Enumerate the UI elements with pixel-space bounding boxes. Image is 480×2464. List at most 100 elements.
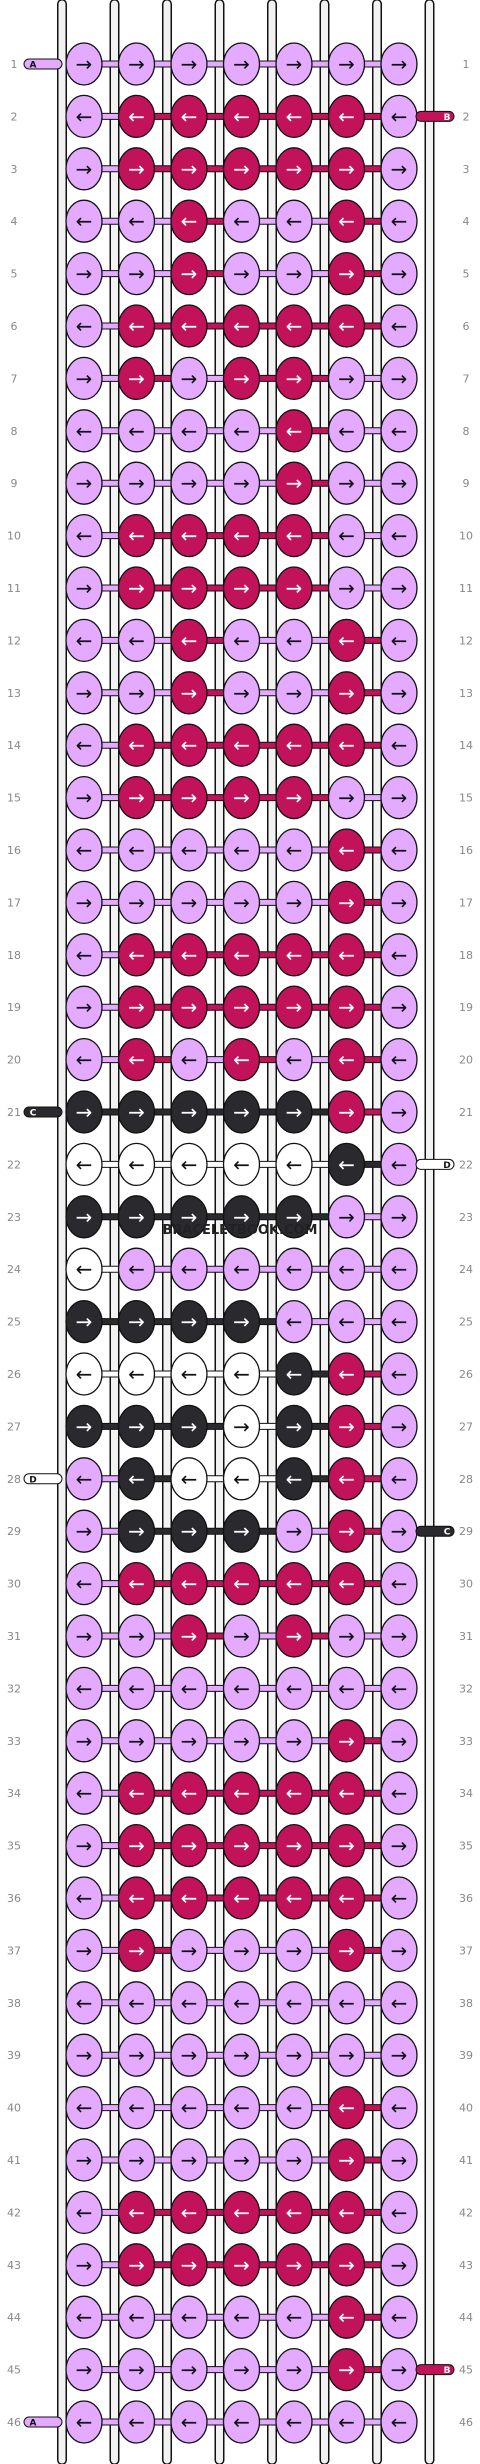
knot: ←	[380, 199, 418, 243]
knot: ←	[117, 1771, 156, 1815]
knot-oval	[65, 513, 103, 558]
knot-oval	[222, 2347, 261, 2392]
arrow-right-icon: →	[76, 1414, 93, 1438]
knot: ←	[170, 304, 208, 348]
arrow-left-icon: ←	[233, 2200, 250, 2224]
knot: ←	[65, 304, 103, 348]
row-number-right: 1	[463, 58, 470, 71]
knot: →	[380, 1404, 418, 1449]
knot-oval	[170, 566, 208, 610]
knot: ←	[275, 304, 313, 348]
row-number-right: 25	[459, 1316, 473, 1329]
arrow-right-icon: →	[76, 995, 93, 1019]
knot: ←	[327, 1247, 366, 1291]
arrow-left-icon: ←	[286, 1362, 303, 1386]
knot-oval	[222, 1404, 261, 1449]
arrow-left-icon: ←	[286, 838, 303, 862]
arrow-left-icon: ←	[181, 1781, 198, 1805]
arrow-left-icon: ←	[76, 524, 93, 548]
knot: ←	[327, 304, 366, 348]
knot: ←	[170, 723, 208, 767]
arrow-right-icon: →	[233, 1205, 250, 1229]
knot-oval	[170, 1037, 208, 1082]
row-number-left: 41	[7, 2154, 21, 2167]
knot: →	[65, 671, 103, 715]
arrow-right-icon: →	[233, 366, 250, 390]
arrow-right-icon: →	[286, 2148, 303, 2172]
knot-oval	[222, 1299, 261, 1344]
knot: →	[65, 251, 103, 296]
knot: →	[170, 1509, 208, 1553]
knot-oval	[65, 94, 103, 139]
knot-oval	[65, 2190, 103, 2235]
knot-oval	[170, 2085, 208, 2130]
knot-oval	[380, 1195, 418, 1239]
arrow-right-icon: →	[128, 1729, 145, 1753]
knot: →	[222, 1719, 261, 1763]
knot-oval	[170, 409, 208, 453]
arrow-left-icon: ←	[128, 838, 145, 862]
row-number-left: 9	[11, 477, 18, 490]
knot: →	[327, 1195, 366, 1239]
knot-oval	[275, 461, 313, 505]
knot-oval	[380, 2295, 418, 2339]
knot-oval	[65, 1771, 103, 1815]
arrow-right-icon: →	[181, 262, 198, 286]
knot: ←	[327, 1666, 366, 1711]
arrow-left-icon: ←	[233, 1886, 250, 1910]
knot-oval	[327, 2243, 366, 2287]
knot-oval	[65, 671, 103, 715]
arrow-left-icon: ←	[128, 1467, 145, 1491]
knot: ←	[65, 199, 103, 243]
arrow-left-icon: ←	[338, 838, 355, 862]
knot: ←	[222, 1457, 261, 1501]
arrow-right-icon: →	[286, 2358, 303, 2382]
knot-oval	[170, 2190, 208, 2235]
knot-oval	[327, 2190, 366, 2235]
knot-oval	[380, 2190, 418, 2235]
knot-oval	[170, 1090, 208, 1134]
arrow-right-icon: →	[128, 1205, 145, 1229]
knot: →	[275, 1195, 313, 1239]
row-number-right: 42	[459, 2206, 473, 2219]
arrow-right-icon: →	[128, 2358, 145, 2382]
knot: ←	[117, 618, 156, 663]
arrow-right-icon: →	[181, 1414, 198, 1438]
knot-oval	[275, 409, 313, 453]
arrow-right-icon: →	[338, 52, 355, 76]
arrow-right-icon: →	[286, 890, 303, 914]
knot-oval	[275, 775, 313, 820]
knot: ←	[275, 1666, 313, 1711]
arrow-right-icon: →	[391, 1205, 408, 1229]
knot-oval	[327, 566, 366, 610]
knot-oval	[327, 775, 366, 820]
knot: ←	[65, 1037, 103, 1082]
arrow-right-icon: →	[286, 471, 303, 495]
row-number-right: 17	[459, 896, 473, 909]
arrow-right-icon: →	[233, 681, 250, 705]
arrow-left-icon: ←	[233, 104, 250, 128]
arrow-left-icon: ←	[76, 104, 93, 128]
knot: ←	[222, 1666, 261, 1711]
arrow-right-icon: →	[391, 366, 408, 390]
knot: ←	[170, 1666, 208, 1711]
row-number-right: 21	[459, 1106, 473, 1119]
row-number-right: 5	[463, 268, 470, 281]
knot: ←	[65, 2400, 103, 2444]
knot: ←	[65, 1981, 103, 2025]
knot: ←	[380, 409, 418, 453]
arrow-left-icon: ←	[338, 1886, 355, 1910]
knot: ←	[222, 933, 261, 977]
knot-oval	[275, 1247, 313, 1291]
knot-oval	[65, 1299, 103, 1344]
knot-oval	[117, 2400, 156, 2444]
knot-oval	[117, 1876, 156, 1920]
knot-oval	[380, 42, 418, 86]
knot: ←	[275, 1142, 313, 1187]
knot: ←	[222, 2400, 261, 2444]
knot-oval	[65, 1561, 103, 1606]
knot-oval	[117, 409, 156, 453]
knot-oval	[222, 1981, 261, 2025]
row-number-left: 35	[7, 1840, 21, 1853]
